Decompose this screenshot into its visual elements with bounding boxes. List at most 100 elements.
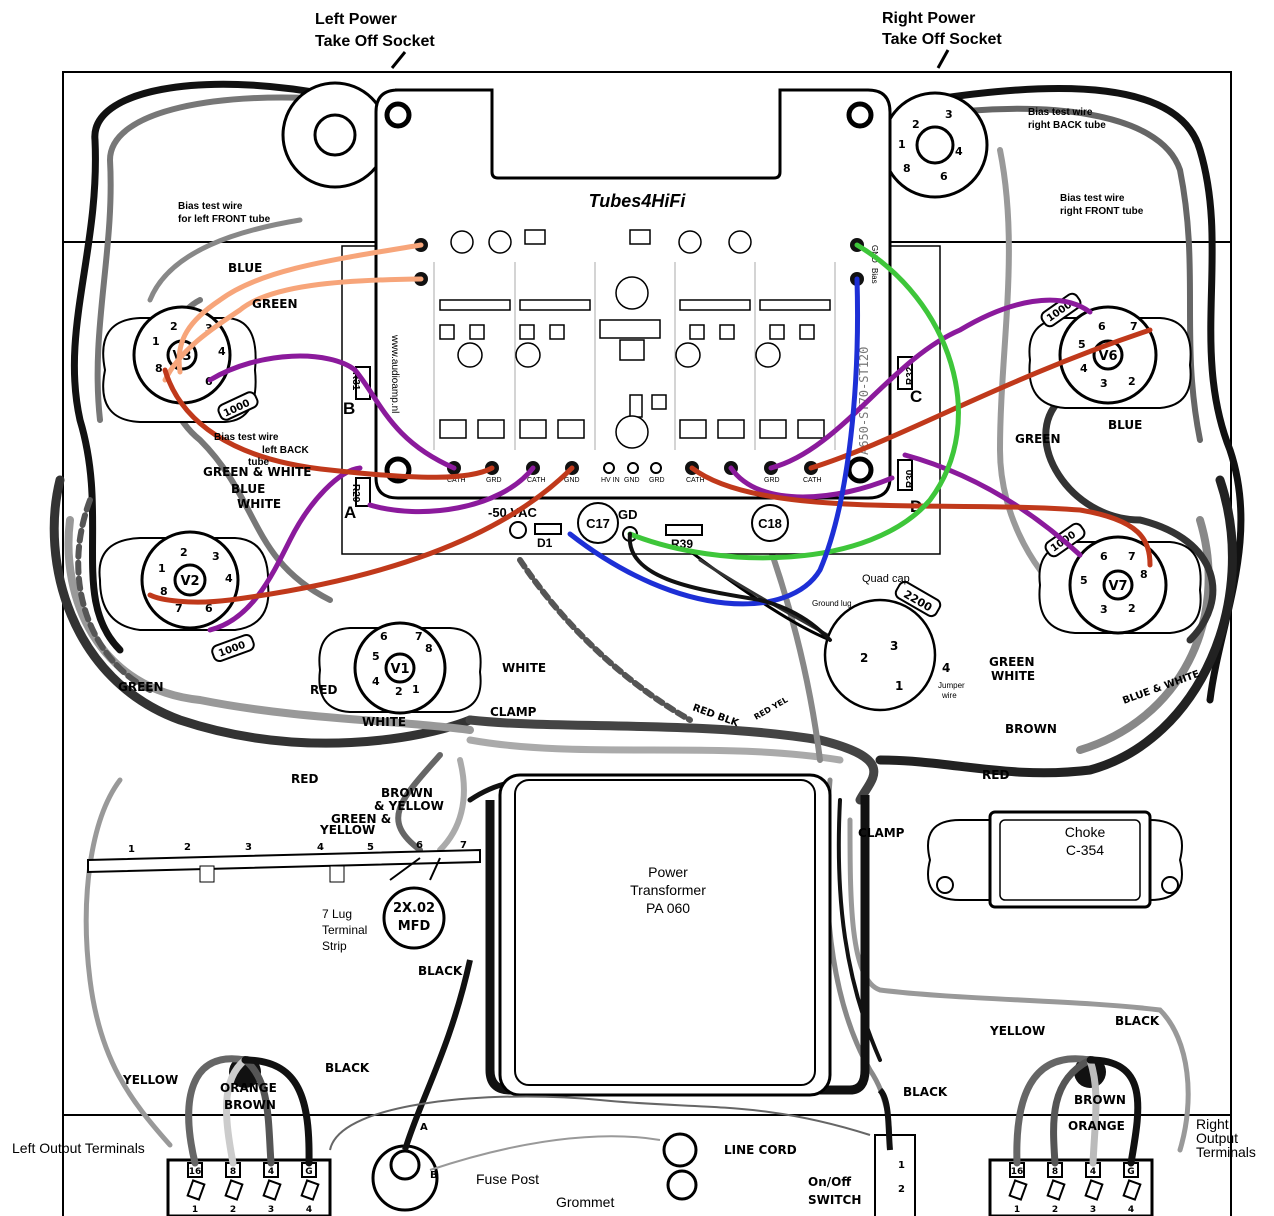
marker-b: B <box>343 399 355 418</box>
wire-blue-left: BLUE <box>228 261 262 275</box>
quadcap-lug-2: 2 <box>860 651 868 665</box>
svg-text:6: 6 <box>380 630 388 643</box>
left-power-socket-label-2: Take Off Socket <box>315 33 435 50</box>
strip-lug-5: 5 <box>367 842 374 853</box>
line-cord-grommet <box>329 1095 871 1201</box>
left-power-socket <box>281 81 389 189</box>
wire-blue-right: BLUE <box>1108 418 1142 432</box>
wire-black-right: BLACK <box>1115 1014 1160 1028</box>
left-socket-arrow <box>390 51 407 69</box>
cap-2x02-label-2: MFD <box>398 919 431 934</box>
chassis-outline <box>62 71 1232 1216</box>
bias-left-front-2: for left FRONT tube <box>178 214 271 225</box>
wire-green-bottom: GREEN <box>118 680 164 694</box>
onoff-switch: 1 2 <box>874 1087 916 1216</box>
right-terminal-4: 4 <box>1090 1167 1096 1177</box>
wire-green-right: GREEN <box>1015 432 1061 446</box>
power-transformer-label-2: Transformer <box>630 882 706 898</box>
svg-text:7: 7 <box>1130 320 1138 333</box>
quad-cap: 2200 1 2 3 4 Quad cap Ground lug Jumper … <box>812 573 965 712</box>
strip-lug-3: 3 <box>245 842 252 853</box>
r29-label: R29 <box>350 484 361 503</box>
cap-2x02: 2X.02 MFD <box>382 857 446 950</box>
wire-green-yellow-1: GREEN & <box>331 812 391 826</box>
svg-text:5: 5 <box>372 650 380 663</box>
wire-red-bottom: RED <box>291 772 318 786</box>
c17-label: C17 <box>586 516 610 531</box>
left-terminal-4: 4 <box>268 1167 274 1177</box>
left-power-socket-label-1: Left Power <box>315 11 397 28</box>
right-output-label-2: Output <box>1196 1130 1238 1146</box>
svg-text:1: 1 <box>158 562 166 575</box>
terminal-strip-label-1: 7 Lug <box>322 907 352 921</box>
svg-text:2: 2 <box>1128 375 1136 388</box>
strip-lug-7: 7 <box>460 840 467 851</box>
strip-lug-1: 1 <box>128 844 135 855</box>
fuse-lug-b: B <box>430 1170 438 1181</box>
output-labels: Left Output Terminals Right Output Termi… <box>12 1116 1256 1210</box>
quadcap-lug-4: 4 <box>942 661 950 675</box>
output-leads <box>185 1055 1142 1167</box>
wire-green-white-right-2: WHITE <box>991 669 1035 683</box>
wire-red-v1: RED <box>310 683 337 697</box>
right-power-socket-label-1: Right Power <box>882 10 975 27</box>
left-terminal-g: G <box>305 1167 312 1177</box>
svg-text:4: 4 <box>955 145 963 158</box>
bias-left-back-1: Bias test wire <box>214 432 279 443</box>
socket-titles: Left Power Take Off Socket Right Power T… <box>315 10 1002 50</box>
svg-text:2: 2 <box>898 1184 905 1195</box>
terminal-strip-label-3: Strip <box>322 939 347 953</box>
right-terminal-num-1: 1 <box>1014 1205 1020 1215</box>
tube-label-v1: V1 <box>390 662 409 677</box>
svg-text:2: 2 <box>912 118 920 131</box>
wire-brown-yellow-1: BROWN <box>381 786 433 800</box>
svg-text:4: 4 <box>1080 362 1088 375</box>
plate-components: C17 C18 -50 VAC GD D1 R39 <box>488 502 789 551</box>
tube-socket-v1: V1 <box>318 621 482 715</box>
left-output-label: Left Output Terminals <box>12 1140 145 1156</box>
clamp-label-b: CLAMP <box>858 826 905 840</box>
svg-text:5: 5 <box>1078 338 1086 351</box>
left-output-terminals: 16 8 4 G 1 2 3 4 <box>166 1158 332 1216</box>
jumper-wire-label-2: wire <box>941 691 957 700</box>
quadcap-label: Quad cap <box>862 573 910 585</box>
left-terminal-8: 8 <box>230 1167 236 1177</box>
switch-label-2: SWITCH <box>808 1193 861 1207</box>
svg-text:8: 8 <box>155 362 163 375</box>
ground-lug-label: Ground lug <box>812 599 852 608</box>
svg-text:8: 8 <box>903 162 911 175</box>
c18-label: C18 <box>758 516 782 531</box>
tube-label-v2: V2 <box>180 574 199 589</box>
board-url-label: www.audioamp.nl <box>389 334 400 413</box>
strip-lug-4: 4 <box>317 842 324 853</box>
clamp-label-a: CLAMP <box>490 705 537 719</box>
pad-label-8: CATH <box>686 477 705 484</box>
wire-black-switch: BLACK <box>903 1085 948 1099</box>
svg-text:2: 2 <box>1128 602 1136 615</box>
right-terminal-num-2: 2 <box>1052 1205 1058 1215</box>
wire-brown-left: BROWN <box>224 1098 276 1112</box>
right-terminal-8: 8 <box>1052 1167 1058 1177</box>
svg-text:2: 2 <box>395 685 403 698</box>
switch-label-1: On/Off <box>808 1175 851 1189</box>
svg-text:1: 1 <box>412 683 420 696</box>
left-terminal-num-3: 3 <box>268 1205 274 1215</box>
wire-yellow-left: YELLOW <box>122 1073 178 1087</box>
right-output-terminals: 16 8 4 G 1 2 3 4 <box>988 1158 1154 1216</box>
quadcap-lug-1: 1 <box>895 679 903 693</box>
svg-text:2: 2 <box>170 320 178 333</box>
power-transformer-label-3: PA 060 <box>646 900 690 916</box>
resistor-1000-right-top: 1000 <box>1040 292 1082 328</box>
tube-socket-v7: V7 <box>1038 535 1202 635</box>
right-power-socket-label-2: Take Off Socket <box>882 31 1002 48</box>
choke: Choke C-354 <box>927 810 1183 909</box>
gd-label: GD <box>618 507 638 522</box>
svg-text:3: 3 <box>212 550 220 563</box>
fuse-post: A B <box>371 959 473 1212</box>
pad-label-6: GND <box>624 477 640 484</box>
wire-red-yel: RED YEL <box>753 695 790 721</box>
left-terminal-num-4: 4 <box>306 1205 312 1215</box>
quadcap-lug-3: 3 <box>890 639 898 653</box>
wire-blue-white-left-2: WHITE <box>237 497 281 511</box>
